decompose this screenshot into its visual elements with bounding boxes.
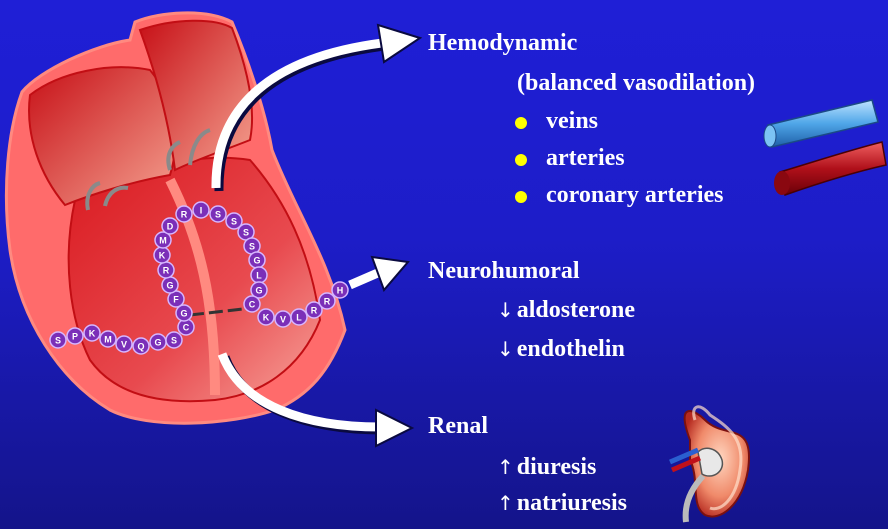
residue-label-18: S — [215, 210, 221, 220]
residue-label-4: V — [121, 340, 127, 350]
residue-label-3: M — [104, 335, 112, 345]
bullet-icon — [515, 117, 527, 129]
residue-label-24: G — [255, 286, 262, 296]
arrowhead-renal — [376, 410, 412, 446]
residue-label-27: V — [280, 315, 286, 325]
bullet-icon — [515, 154, 527, 166]
bullet-veins: veins — [546, 109, 598, 133]
residue-label-25: C — [249, 300, 256, 310]
renal-item-diuresis: ↑diuresis — [497, 455, 596, 479]
residue-label-10: F — [173, 295, 179, 305]
up-arrow-icon: ↑ — [497, 455, 514, 479]
residue-label-13: K — [159, 251, 166, 261]
residue-label-9: G — [180, 309, 187, 319]
kidney-illustration — [670, 407, 749, 522]
arrowhead-hemodynamic — [378, 25, 420, 62]
renal-title: Renal — [428, 414, 488, 438]
residue-label-5: Q — [137, 342, 144, 352]
residue-label-22: G — [253, 256, 260, 266]
residue-label-14: M — [159, 236, 167, 246]
aldosterone-label: aldosterone — [517, 297, 635, 323]
up-arrow-icon: ↑ — [497, 491, 514, 515]
residue-label-19: S — [231, 217, 237, 227]
residue-label-21: S — [249, 242, 255, 252]
neurohumoral-item-aldosterone: ↓aldosterone — [497, 298, 635, 322]
arrowhead-neurohumoral — [372, 257, 408, 290]
residue-label-28: L — [296, 313, 302, 323]
residue-label-7: S — [171, 336, 177, 346]
residue-label-16: R — [181, 210, 188, 220]
vein-icon — [768, 100, 878, 147]
residue-label-17: I — [200, 206, 203, 216]
residue-label-1: P — [72, 332, 78, 342]
residue-label-2: K — [89, 329, 96, 339]
hemodynamic-title: Hemodynamic — [428, 31, 577, 55]
artery-opening — [774, 171, 790, 195]
hemodynamic-subtitle: (balanced vasodilation) — [517, 71, 755, 95]
down-arrow-icon: ↓ — [497, 298, 514, 322]
residue-label-29: R — [311, 306, 318, 316]
residue-label-11: G — [166, 281, 173, 291]
down-arrow-icon: ↓ — [497, 337, 514, 361]
residue-label-0: S — [55, 336, 61, 346]
endothelin-label: endothelin — [517, 336, 625, 362]
bullet-coronary-arteries: coronary arteries — [546, 183, 723, 207]
arrow-to-neurohumoral — [350, 272, 380, 285]
artery-icon — [780, 142, 886, 195]
vein-opening — [764, 125, 776, 147]
residue-label-20: S — [243, 228, 249, 238]
neurohumoral-title: Neurohumoral — [428, 259, 580, 283]
residue-label-31: H — [337, 286, 344, 296]
residue-label-6: G — [154, 338, 161, 348]
diuresis-label: diuresis — [517, 454, 597, 480]
residue-label-8: C — [183, 323, 190, 333]
residue-label-23: L — [256, 271, 262, 281]
residue-label-30: R — [324, 297, 331, 307]
vessel-illustration — [764, 100, 886, 195]
residue-label-26: K — [263, 313, 270, 323]
bullet-arteries: arteries — [546, 146, 625, 170]
bullet-icon — [515, 191, 527, 203]
neurohumoral-item-endothelin: ↓endothelin — [497, 337, 625, 361]
renal-item-natriuresis: ↑natriuresis — [497, 491, 627, 515]
residue-label-15: D — [167, 222, 174, 232]
natriuresis-label: natriuresis — [517, 490, 627, 516]
residue-label-12: R — [163, 266, 170, 276]
